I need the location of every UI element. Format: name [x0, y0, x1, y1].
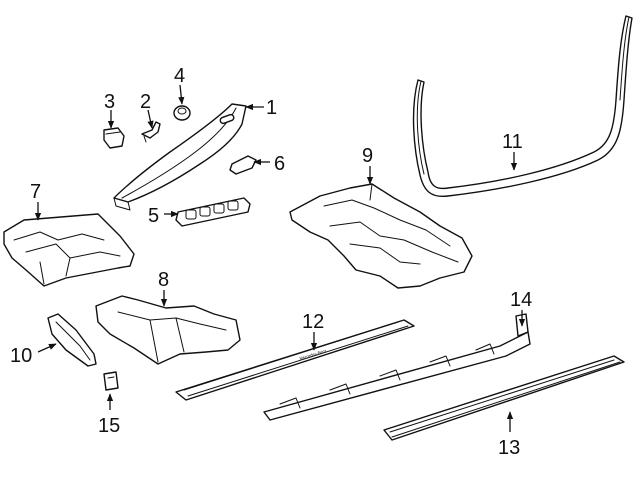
callout-15: 15	[98, 415, 120, 437]
callout-7: 7	[30, 181, 41, 203]
running-board	[383, 355, 625, 441]
grommet-4	[173, 105, 191, 121]
callout-10: 10	[10, 345, 32, 367]
callout-2: 2	[140, 91, 151, 113]
clip-2	[141, 121, 161, 143]
retainer-3	[103, 127, 125, 149]
callout-14: 14	[510, 289, 532, 311]
callout-12: 12	[302, 311, 324, 333]
callout-11: 11	[502, 131, 523, 153]
callout-5: 5	[148, 205, 159, 227]
callout-3: 3	[104, 91, 115, 113]
sill-plate: Mercedes-Benz	[175, 319, 415, 401]
switch-panel-5	[175, 197, 251, 227]
main-floor-mat	[289, 183, 473, 289]
callout-9: 9	[362, 145, 373, 167]
callout-6: 6	[274, 153, 285, 175]
callout-4: 4	[174, 65, 185, 87]
callout-1: 1	[266, 97, 277, 119]
clip-15	[103, 371, 119, 391]
callout-8: 8	[158, 269, 169, 291]
rear-floor-mat	[95, 295, 241, 365]
a-pillar-trim	[113, 103, 247, 211]
front-floor-mat	[3, 213, 135, 287]
side-trim-10	[47, 313, 97, 367]
cover-6	[229, 155, 257, 175]
leader-lines	[34, 84, 526, 432]
door-weatherstrip	[412, 15, 633, 198]
callout-13: 13	[498, 437, 520, 459]
mounting-rail	[263, 313, 531, 421]
